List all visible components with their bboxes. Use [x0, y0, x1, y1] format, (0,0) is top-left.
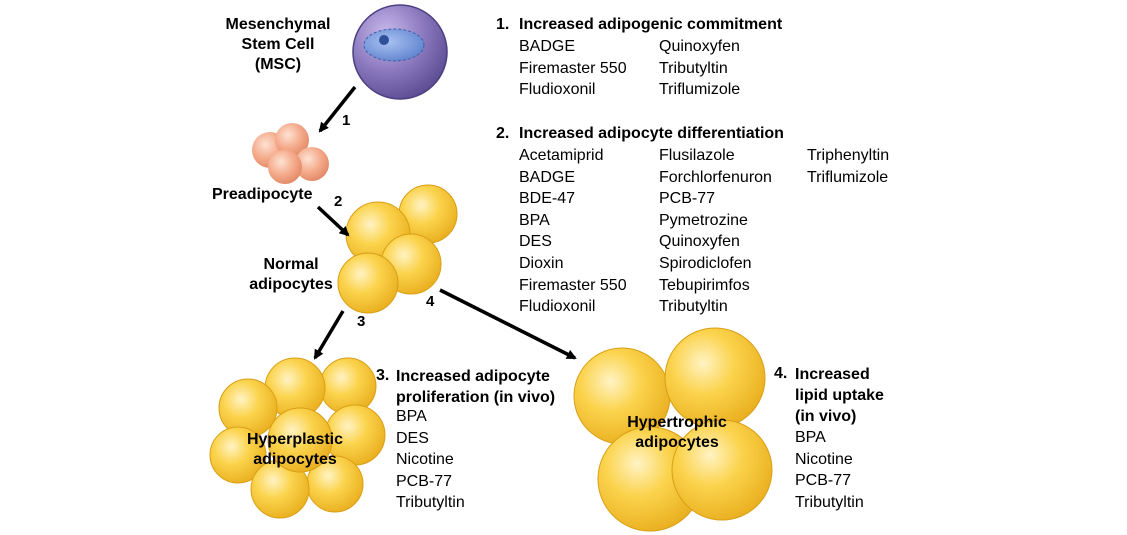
- chemical-item: Triflumizole: [807, 168, 889, 186]
- chemical-item: BPA: [519, 211, 550, 229]
- section-1-column-1: BADGE Firemaster 550 Fludioxonil: [519, 36, 627, 101]
- arrow-1: [318, 85, 357, 133]
- section-1-column-2: Quinoxyfen Tributyltin Triflumizole: [659, 36, 740, 101]
- hyperplastic-adipocytes-cluster: [209, 357, 386, 519]
- hypertrophic-label-line: adipocytes: [635, 434, 719, 451]
- section-2-title: Increased adipocyte differentiation: [519, 125, 784, 142]
- section-3-title-line: proliferation (in vivo): [396, 389, 556, 406]
- hypertrophic-label-line: Hypertrophic: [627, 414, 727, 431]
- chemical-item: Nicotine: [795, 450, 853, 468]
- section-2-column-1: Acetamiprid BADGE BDE-47 BPA DES Dioxin …: [519, 145, 627, 318]
- msc-label: Mesenchymal Stem Cell (MSC): [213, 15, 343, 75]
- section-4-items: BPA Nicotine PCB-77 Tributyltin: [795, 427, 864, 513]
- arrow-2: [316, 205, 350, 237]
- chemical-item: BPA: [396, 408, 427, 425]
- section-4-title-line: (in vivo): [795, 408, 857, 425]
- section-4-number: 4.: [774, 365, 788, 382]
- chemical-item: Spirodiclofen: [659, 254, 752, 272]
- chemical-item: Tributyltin: [659, 298, 728, 316]
- chemical-item: PCB-77: [659, 190, 716, 208]
- chemical-item: Tributyltin: [795, 493, 864, 511]
- chemical-item: Fludioxonil: [519, 81, 596, 99]
- section-2-column-2: Flusilazole Forchlorfenuron PCB-77 Pymet…: [659, 145, 772, 318]
- section-4-title-line: Increased: [795, 366, 870, 383]
- section-2-number: 2.: [496, 125, 510, 142]
- msc-label-line: (MSC): [254, 56, 302, 73]
- chemical-item: Tebupirimfos: [659, 276, 750, 294]
- chemical-item: BPA: [795, 429, 826, 446]
- preadipocyte-cluster: [252, 123, 329, 184]
- chemical-item: Pymetrozine: [659, 211, 748, 229]
- arrow-number-1: 1: [342, 112, 351, 129]
- chemical-item: Triphenyltin: [807, 147, 890, 164]
- chemical-item: Triflumizole: [659, 81, 741, 99]
- chemical-item: DES: [396, 429, 429, 447]
- section-3-number: 3.: [376, 367, 390, 384]
- hyperplastic-adipocytes-label: Hyperplastic adipocytes: [240, 430, 350, 470]
- arrow-number-4: 4: [426, 293, 435, 310]
- msc-nucleus: [363, 28, 425, 62]
- chemical-item: Quinoxyfen: [659, 233, 740, 251]
- chemical-item: PCB-77: [795, 472, 852, 490]
- chemical-item: BADGE: [519, 168, 576, 186]
- preadipocyte-label: Preadipocyte: [212, 186, 313, 203]
- hypertrophic-adipocytes-cluster: [573, 327, 773, 532]
- section-2-column-3: Triphenyltin Triflumizole: [807, 145, 889, 188]
- chemical-item: Tributyltin: [396, 494, 465, 512]
- section-4-title: Increased lipid uptake (in vivo): [795, 364, 884, 427]
- normal-adipocytes-label: Normal adipocytes: [245, 255, 337, 295]
- section-3-title-line: Increased adipocyte: [396, 368, 550, 385]
- section-3-title: Increased adipocyte proliferation (in vi…: [396, 366, 555, 408]
- hyperplastic-label-line: adipocytes: [253, 451, 337, 468]
- chemical-item: BADGE: [519, 38, 576, 55]
- chemical-item: Fludioxonil: [519, 298, 596, 316]
- section-4-title-line: lipid uptake: [795, 387, 884, 404]
- section-3-items: BPA DES Nicotine PCB-77 Tributyltin: [396, 406, 465, 514]
- chemical-item: BDE-47: [519, 190, 576, 208]
- hypertrophic-adipocytes-label: Hypertrophic adipocytes: [618, 413, 736, 453]
- normal-label-line: Normal: [263, 256, 319, 273]
- msc-cell: [352, 4, 448, 100]
- chemical-item: Nicotine: [396, 451, 454, 469]
- arrow-4: [439, 288, 577, 360]
- chemical-item: Forchlorfenuron: [659, 168, 772, 186]
- arrow-3: [313, 310, 345, 360]
- msc-label-line: Stem Cell: [241, 36, 315, 53]
- chemical-item: DES: [519, 233, 552, 251]
- hyperplastic-label-line: Hyperplastic: [246, 431, 344, 448]
- normal-adipocytes-cluster: [337, 184, 458, 314]
- section-1-title: Increased adipogenic commitment: [519, 16, 783, 33]
- chemical-item: Dioxin: [519, 254, 564, 272]
- chemical-item: Acetamiprid: [519, 147, 604, 164]
- chemical-item: Firemaster 550: [519, 276, 627, 294]
- chemical-item: Quinoxyfen: [659, 38, 740, 55]
- chemical-item: Flusilazole: [659, 147, 735, 164]
- chemical-item: Tributyltin: [659, 59, 728, 77]
- msc-label-line: Mesenchymal: [225, 16, 331, 33]
- arrow-number-2: 2: [334, 193, 343, 210]
- arrow-number-3: 3: [357, 313, 366, 330]
- chemical-item: PCB-77: [396, 472, 453, 490]
- normal-label-line: adipocytes: [249, 276, 333, 293]
- chemical-item: Firemaster 550: [519, 59, 627, 77]
- section-1-number: 1.: [496, 16, 510, 33]
